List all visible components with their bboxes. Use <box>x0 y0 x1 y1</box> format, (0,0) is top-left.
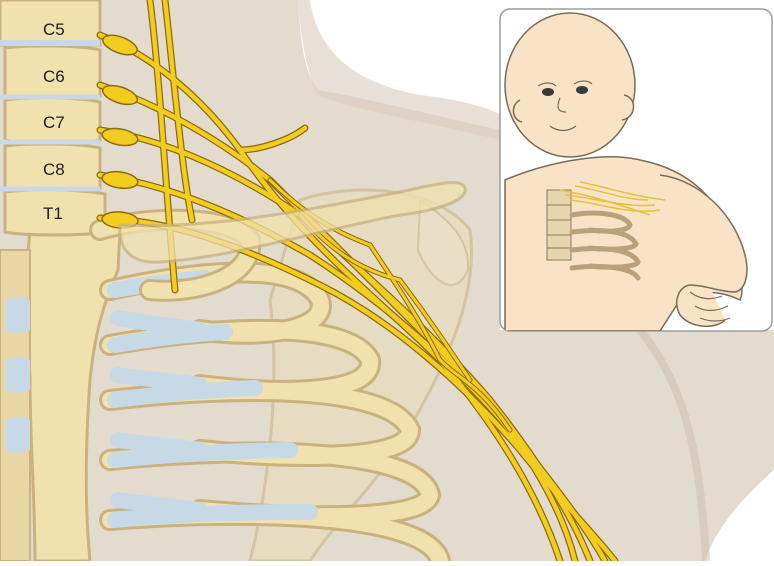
infant-inset <box>500 9 772 331</box>
vertebra-label-c6: C6 <box>43 67 65 86</box>
vertebra-label-c7: C7 <box>43 113 65 132</box>
vertebra-label-c8: C8 <box>43 160 65 179</box>
vertebra-label-c5: C5 <box>43 20 65 39</box>
vertebra-label-t1: T1 <box>43 204 63 223</box>
